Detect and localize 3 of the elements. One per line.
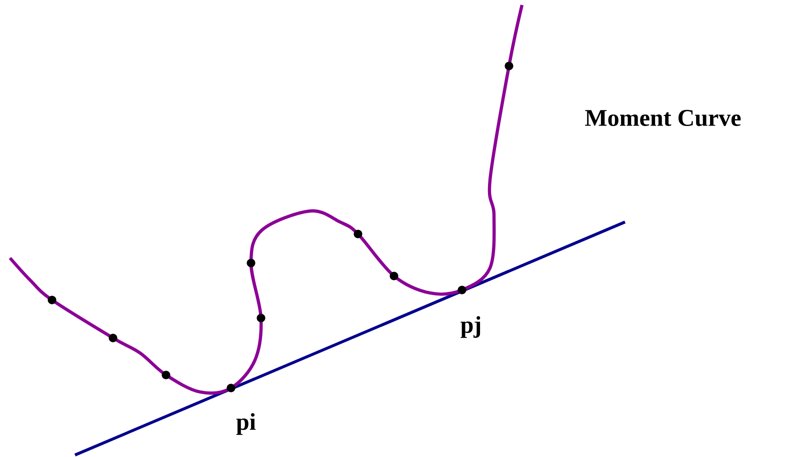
curve-label: pi: [236, 413, 256, 435]
curve-label: pj: [460, 316, 480, 338]
curve-label: Moment Curve: [585, 110, 741, 126]
